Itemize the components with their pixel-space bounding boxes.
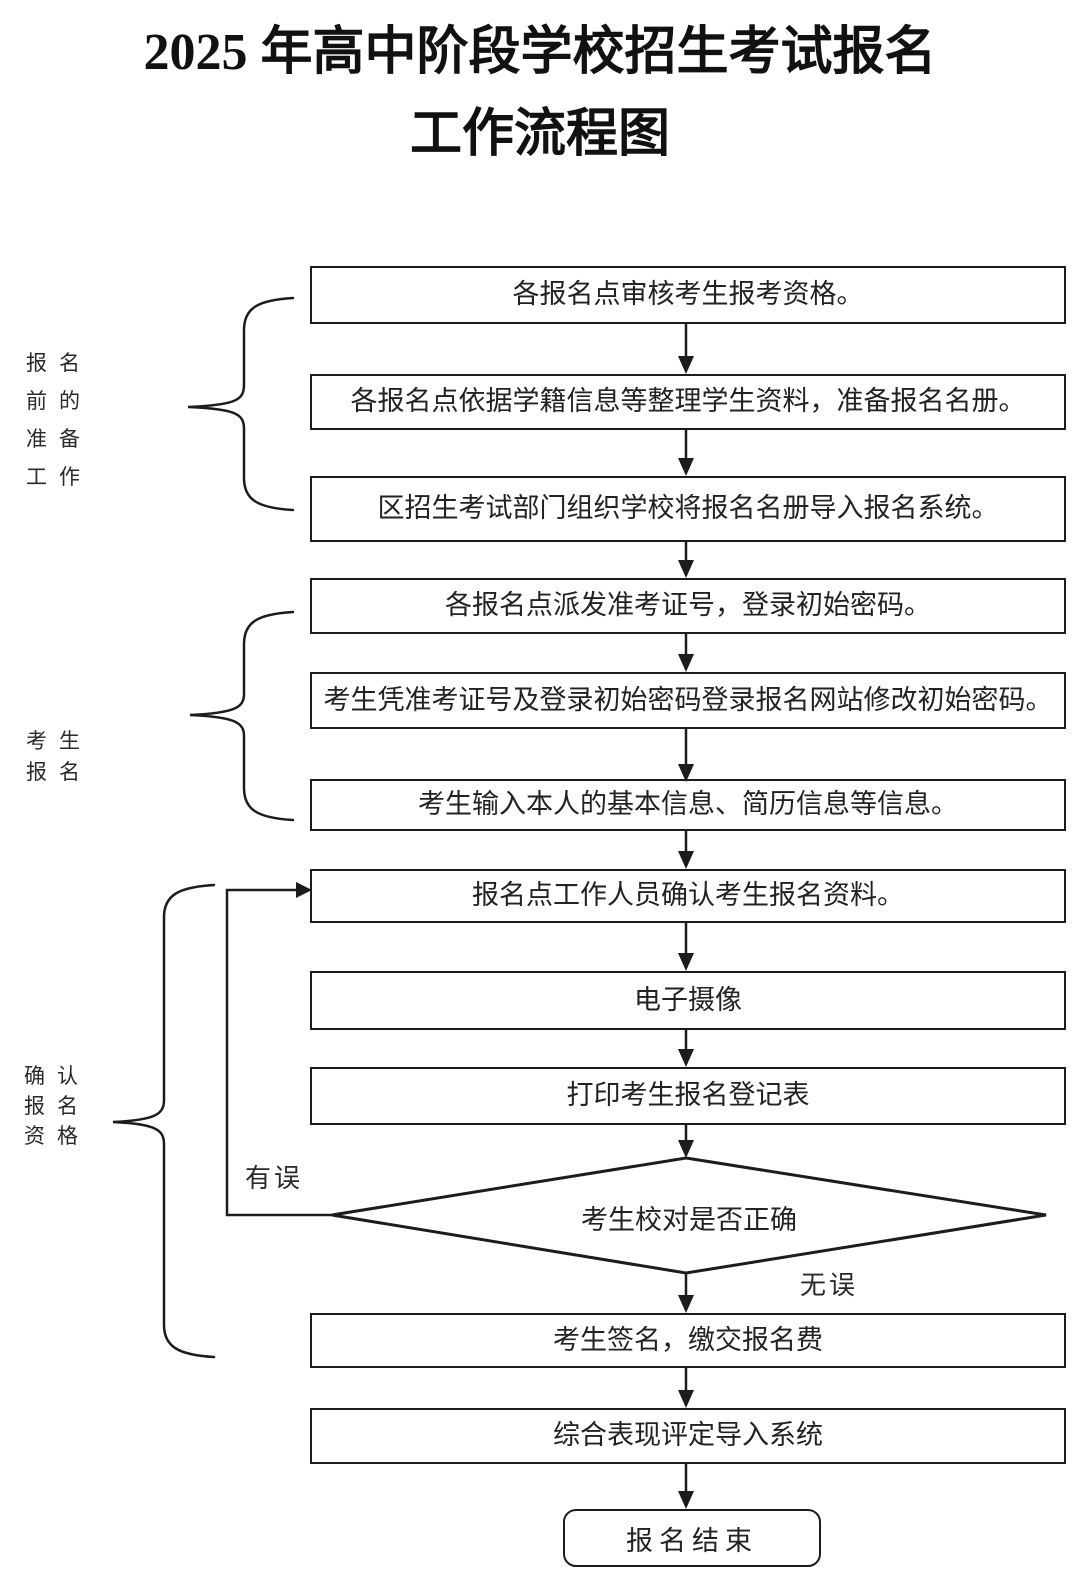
group-label-line: 前的 xyxy=(26,389,92,413)
arrowhead-icon xyxy=(678,356,694,374)
flow-step-box-9: 打印考生报名登记表 xyxy=(310,1067,1066,1125)
branch-label-error: 有误 xyxy=(245,1164,304,1193)
page-title-line2: 工作流程图 xyxy=(409,106,670,163)
arrowhead-icon xyxy=(678,1295,694,1313)
arrowhead-icon xyxy=(296,882,312,898)
group-label-line: 工作 xyxy=(26,465,92,489)
group-brace-preparation xyxy=(187,296,295,512)
group-label-confirmation: 确认 报名 资格 xyxy=(24,1061,90,1151)
group-label-line: 报名 xyxy=(24,1094,90,1118)
group-brace-confirmation xyxy=(112,883,216,1359)
decision-diamond-label: 考生校对是否正确 xyxy=(581,1205,797,1235)
arrowhead-icon xyxy=(678,1390,694,1408)
flow-step-box-6: 考生输入本人的基本信息、简历信息等信息。 xyxy=(310,779,1066,831)
group-label-line: 资格 xyxy=(24,1124,90,1148)
flow-step-box-11: 综合表现评定导入系统 xyxy=(310,1408,1066,1464)
flow-step-box-4: 各报名点派发准考证号，登录初始密码。 xyxy=(310,578,1066,634)
arrowhead-icon xyxy=(678,560,694,578)
arrowhead-icon xyxy=(678,458,694,476)
flow-step-box-3: 区招生考试部门组织学校将报名名册导入报名系统。 xyxy=(310,476,1066,542)
group-label-registration: 考生 报名 xyxy=(26,726,92,788)
arrowhead-icon xyxy=(678,1491,694,1509)
feedback-loop-connector xyxy=(225,888,332,1217)
group-label-line: 报名 xyxy=(26,351,92,375)
page-title: 2025 年高中阶段学校招生考试报名 工作流程图 xyxy=(0,12,1080,176)
flow-step-box-5: 考生凭准考证号及登录初始密码登录报名网站修改初始密码。 xyxy=(310,672,1066,729)
group-brace-registration xyxy=(189,610,295,822)
arrowhead-icon xyxy=(678,1049,694,1067)
flow-step-box-10: 考生签名，缴交报名费 xyxy=(310,1313,1066,1368)
group-label-line: 考生 xyxy=(26,729,92,753)
group-label-line: 准备 xyxy=(26,427,92,451)
decision-diamond-shape xyxy=(331,1156,1047,1275)
branch-label-ok: 无误 xyxy=(800,1271,859,1300)
page-title-line1: 2025 年高中阶段学校招生考试报名 xyxy=(143,24,937,81)
flow-step-box-2: 各报名点依据学籍信息等整理学生资料，准备报名名册。 xyxy=(310,374,1066,430)
group-label-line: 报名 xyxy=(26,760,92,784)
arrowhead-icon xyxy=(678,654,694,672)
flow-step-box-7: 报名点工作人员确认考生报名资料。 xyxy=(310,869,1066,923)
arrowhead-icon xyxy=(678,1140,694,1158)
arrowhead-icon xyxy=(678,764,694,782)
arrowhead-icon xyxy=(678,851,694,869)
terminal-node-end: 报名结束 xyxy=(563,1509,821,1567)
flow-step-box-1: 各报名点审核考生报考资格。 xyxy=(310,266,1066,324)
arrowhead-icon xyxy=(678,953,694,971)
group-label-preparation: 报名 前的 准备 工作 xyxy=(26,344,92,496)
group-label-line: 确认 xyxy=(24,1064,90,1088)
flow-step-box-8: 电子摄像 xyxy=(310,971,1066,1030)
